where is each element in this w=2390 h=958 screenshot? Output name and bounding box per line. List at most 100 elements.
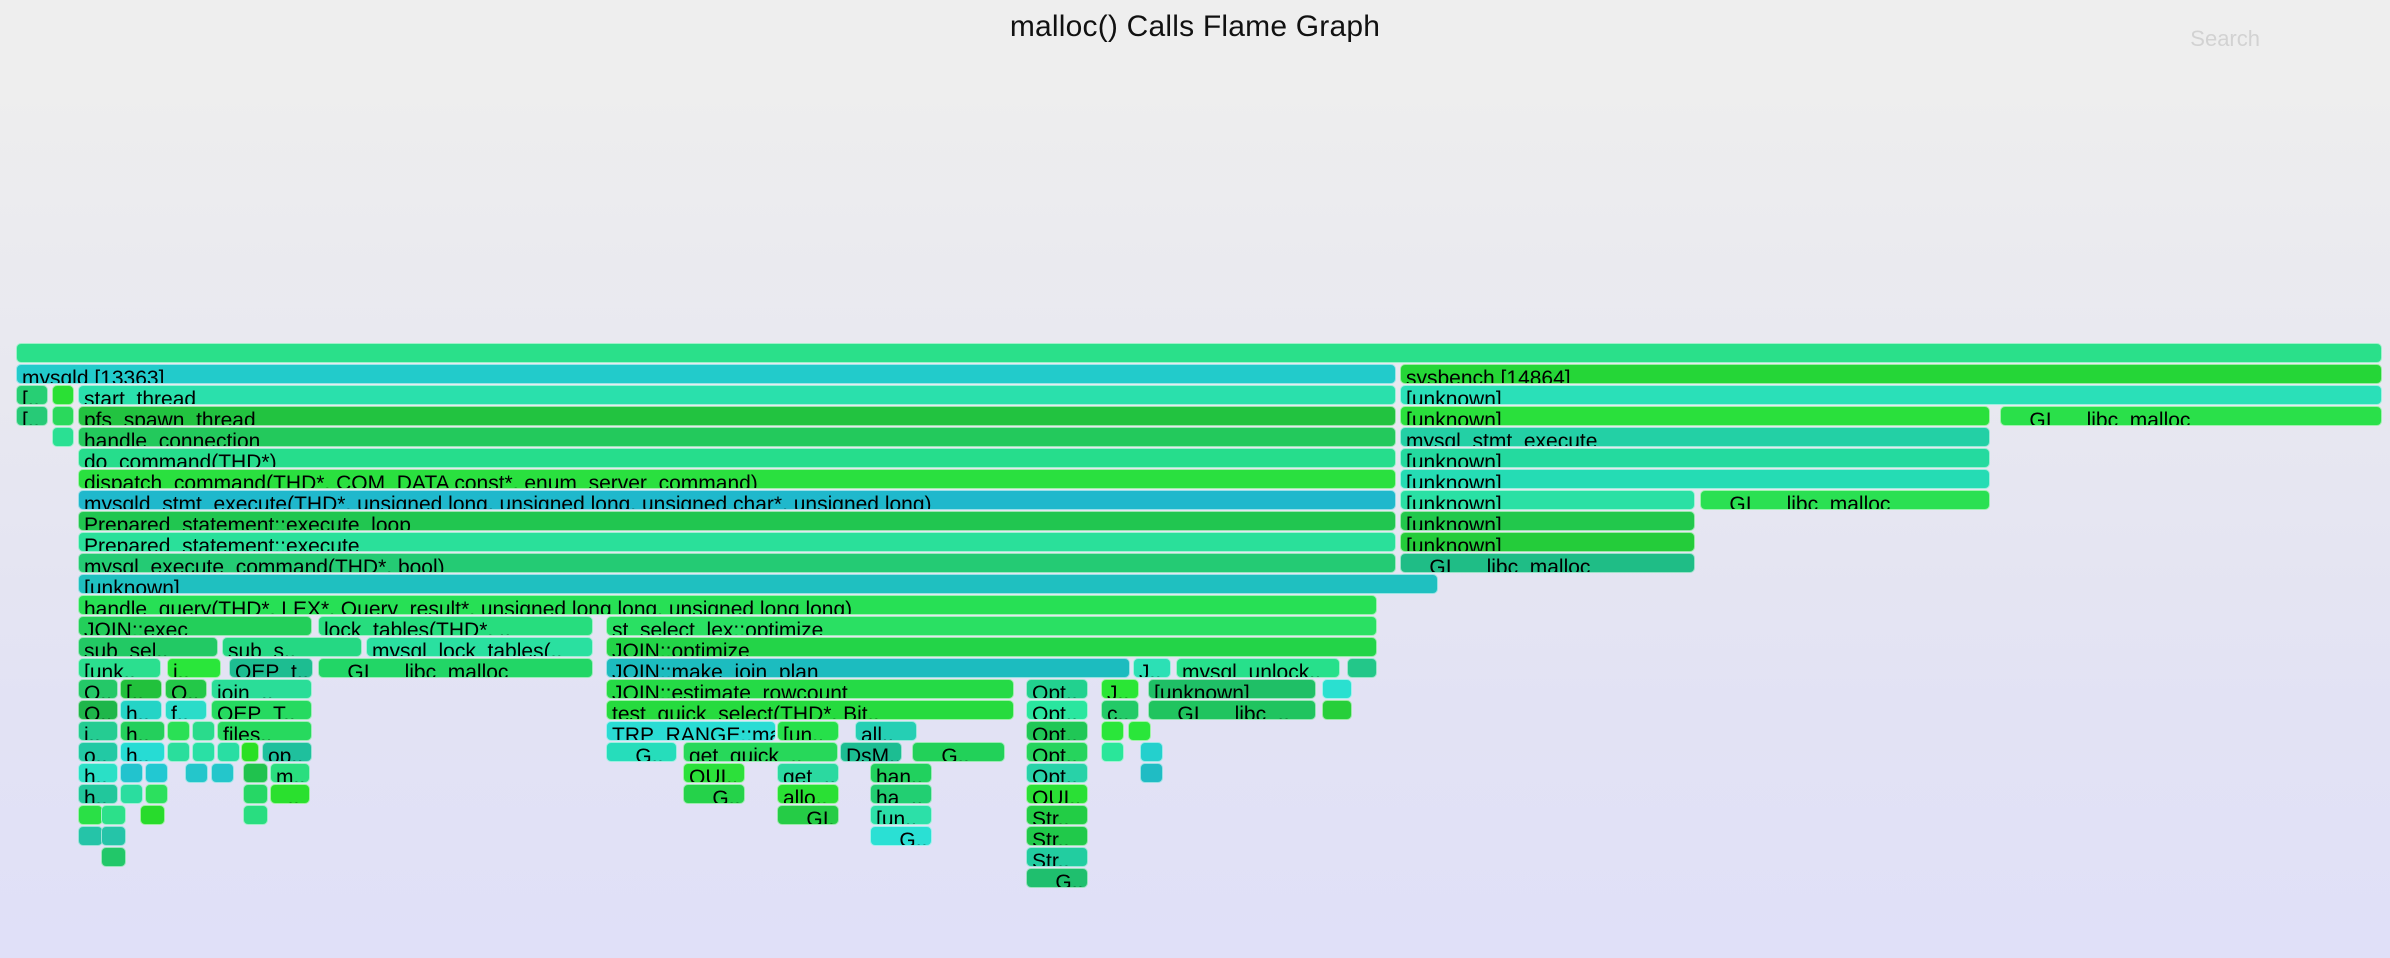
flame-frame[interactable]: JOIN::exec <box>78 616 312 636</box>
flame-frame[interactable]: h.. <box>78 784 118 804</box>
flame-frame[interactable] <box>1140 742 1163 762</box>
flame-frame[interactable] <box>243 763 268 783</box>
flame-frame[interactable]: DsM.. <box>840 742 902 762</box>
flame-frame[interactable]: handle_query(THD*, LEX*, Query_result*, … <box>78 595 1377 615</box>
flame-frame[interactable]: __G.. <box>912 742 1005 762</box>
flame-frame[interactable] <box>120 784 143 804</box>
flame-frame[interactable]: Opt.. <box>1026 742 1088 762</box>
flame-frame[interactable]: pfs_spawn_thread <box>78 406 1396 426</box>
flame-frame[interactable]: mysql_stmt_execute <box>1400 427 1990 447</box>
flame-frame[interactable]: get_quick_.. <box>683 742 838 762</box>
flame-frame[interactable]: j.. <box>167 658 221 678</box>
flame-frame[interactable] <box>211 763 234 783</box>
flame-frame[interactable]: join_.. <box>211 679 312 699</box>
flame-frame[interactable]: QUI.. <box>1026 784 1088 804</box>
flame-frame[interactable]: sub_s.. <box>222 637 362 657</box>
flame-frame[interactable] <box>192 742 215 762</box>
flame-frame[interactable] <box>1322 700 1352 720</box>
flame-frame[interactable]: test_quick_select(THD*, Bit.. <box>606 700 1014 720</box>
flame-frame[interactable]: mysqld [13363] <box>16 364 1396 384</box>
flame-frame[interactable] <box>192 721 215 741</box>
flame-frame[interactable]: ha_.. <box>870 784 932 804</box>
flame-frame[interactable]: c.. <box>1101 700 1139 720</box>
flame-frame[interactable]: h.. <box>120 742 165 762</box>
flame-frame[interactable]: [unknown] <box>1400 448 1990 468</box>
flame-frame[interactable]: Q.. <box>78 679 118 699</box>
flame-frame[interactable] <box>1322 679 1352 699</box>
flame-frame[interactable] <box>145 784 168 804</box>
flame-frame[interactable]: [un.. <box>777 721 839 741</box>
flame-frame[interactable]: sysbench [14864] <box>1400 364 2382 384</box>
flame-frame[interactable]: QEP_T.. <box>211 700 312 720</box>
flame-frame[interactable]: Q.. <box>78 700 118 720</box>
flame-frame[interactable] <box>167 721 190 741</box>
flame-frame[interactable]: get_.. <box>777 763 839 783</box>
flame-frame[interactable]: [.. <box>16 385 48 405</box>
flame-frame[interactable] <box>78 805 103 825</box>
flame-frame[interactable]: __GI___libc_malloc <box>2000 406 2382 426</box>
flame-frame[interactable]: [unknown] <box>1400 532 1695 552</box>
flame-frame[interactable]: st_select_lex::optimize <box>606 616 1377 636</box>
flame-frame[interactable]: i.. <box>78 721 118 741</box>
flame-frame[interactable]: JOIN::make_join_plan <box>606 658 1130 678</box>
flame-frame[interactable]: h.. <box>120 700 162 720</box>
flame-frame[interactable]: mysql_unlock.. <box>1176 658 1340 678</box>
flame-frame[interactable]: __G.. <box>606 742 677 762</box>
flame-frame[interactable]: [.. <box>120 679 162 699</box>
flame-frame[interactable]: Opt.. <box>1026 679 1088 699</box>
flame-frame[interactable] <box>1101 742 1124 762</box>
flame-frame[interactable]: all.. <box>855 721 917 741</box>
flame-frame[interactable] <box>167 742 190 762</box>
flame-frame[interactable] <box>78 826 103 846</box>
flame-frame[interactable] <box>52 385 74 405</box>
flame-frame[interactable] <box>52 427 74 447</box>
flame-frame[interactable]: Opt.. <box>1026 721 1088 741</box>
flame-frame[interactable]: [unknown] <box>1400 469 1990 489</box>
flame-frame[interactable] <box>101 805 126 825</box>
flame-frame[interactable]: [unknown] <box>1400 511 1695 531</box>
flame-frame[interactable]: Str.. <box>1026 847 1088 867</box>
flame-frame[interactable]: _.. <box>270 784 310 804</box>
flame-frame[interactable]: [.. <box>16 406 48 426</box>
flame-frame[interactable] <box>1347 658 1377 678</box>
flame-frame[interactable]: [unknown] <box>1400 406 1990 426</box>
flame-frame[interactable] <box>243 784 268 804</box>
flame-frame[interactable]: handle_connection <box>78 427 1396 447</box>
flame-frame[interactable]: __GI___libc_malloc <box>318 658 593 678</box>
flame-frame[interactable]: h.. <box>78 763 118 783</box>
flame-frame[interactable]: sub_sel.. <box>78 637 218 657</box>
flame-frame[interactable]: dispatch_command(THD*, COM_DATA const*, … <box>78 469 1396 489</box>
flame-frame[interactable]: mysqld_stmt_execute(THD*, unsigned long,… <box>78 490 1396 510</box>
flame-frame[interactable] <box>241 742 259 762</box>
flame-frame[interactable] <box>1140 763 1163 783</box>
flame-frame[interactable]: J.. <box>1133 658 1171 678</box>
flame-frame[interactable]: m.. <box>270 763 310 783</box>
flame-frame[interactable]: QUI.. <box>683 763 745 783</box>
flame-frame[interactable]: lock_tables(THD*, .. <box>318 616 593 636</box>
flame-frame[interactable] <box>243 805 268 825</box>
flame-frame[interactable]: [unknown] <box>78 574 1438 594</box>
flame-frame[interactable] <box>1101 721 1124 741</box>
flame-frame[interactable]: QEP_t.. <box>229 658 313 678</box>
flame-frame[interactable]: JOIN::optimize <box>606 637 1377 657</box>
flame-frame[interactable]: __GI___libc_malloc <box>1700 490 1990 510</box>
flame-frame[interactable]: start_thread <box>78 385 1396 405</box>
flame-frame[interactable]: Str.. <box>1026 805 1088 825</box>
flame-frame[interactable]: [unknown] <box>1400 490 1695 510</box>
flame-frame[interactable]: [unk.. <box>78 658 161 678</box>
flame-frame[interactable]: mysql_execute_command(THD*, bool) <box>78 553 1396 573</box>
flame-frame[interactable]: __G.. <box>1026 868 1088 888</box>
flame-frame[interactable]: TRP_RANGE::make.. <box>606 721 776 741</box>
flame-frame[interactable]: f.. <box>165 700 207 720</box>
flame-frame[interactable]: o.. <box>78 742 118 762</box>
flame-frame[interactable]: Prepared_statement::execute_loop <box>78 511 1396 531</box>
flame-frame[interactable] <box>120 763 143 783</box>
flame-frame[interactable]: __G.. <box>683 784 745 804</box>
flame-frame[interactable]: JOIN::estimate_rowcount <box>606 679 1014 699</box>
flame-frame[interactable]: [unknown] <box>1148 679 1316 699</box>
flame-frame[interactable]: allo.. <box>777 784 839 804</box>
flame-frame[interactable]: op.. <box>262 742 312 762</box>
flame-frame[interactable]: __GI.. <box>777 805 839 825</box>
flame-frame[interactable] <box>1128 721 1151 741</box>
